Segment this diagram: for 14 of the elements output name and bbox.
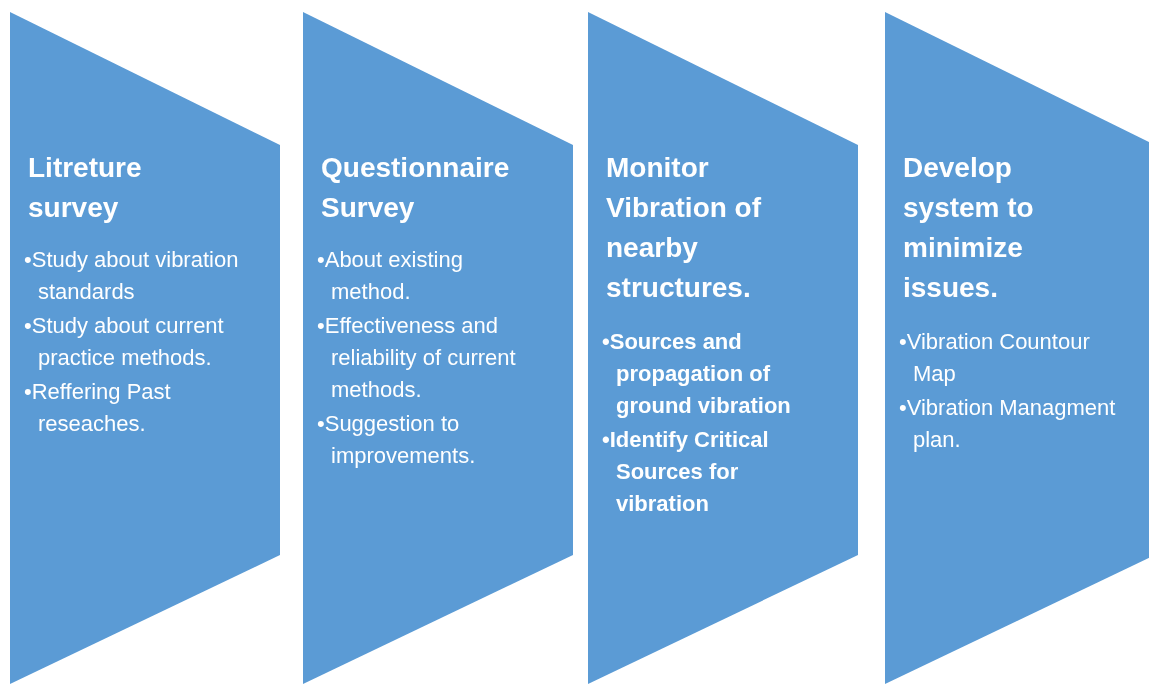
step-heading: Litreture survey xyxy=(28,151,143,225)
bullet-text: •Suggestion to improvements. xyxy=(317,410,477,470)
bullet-text: •Vibration Countour Map xyxy=(899,328,1091,388)
step-heading: Develop system to minimize issues. xyxy=(903,151,1035,305)
bullet-text: •Sources and propagation of ground vibration xyxy=(602,328,792,420)
bullet-text: •Identify Critical Sources for vibration xyxy=(602,426,770,518)
bullet-text: •Study about current practice methods. xyxy=(24,312,225,372)
step-heading: Questionnaire Survey xyxy=(321,151,511,225)
bullet-text: •About existing method. xyxy=(317,246,464,306)
step-heading: Monitor Vibration of nearby structures. xyxy=(606,151,763,305)
bullet-text: •Vibration Managment plan. xyxy=(899,394,1117,454)
bullet-text: •Study about vibration standards xyxy=(24,246,240,306)
bullet-text: •Reffering Past reseaches. xyxy=(24,378,172,438)
bullet-text: •Effectiveness and reliability of current methods. xyxy=(317,312,517,404)
